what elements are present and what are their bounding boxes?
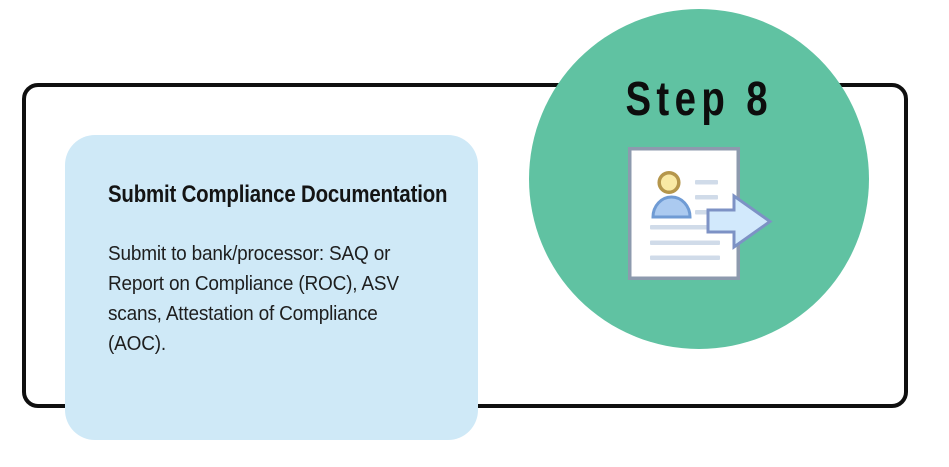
step-label-text: Step 8 [625, 73, 773, 126]
document-share-icon [628, 147, 773, 280]
text-line-icon [695, 195, 718, 200]
card-body-line: Report on Compliance (ROC), ASV [108, 273, 399, 295]
card-title: Submit Compliance Documentation [108, 181, 448, 208]
card-body-line: Submit to bank/processor: SAQ or [108, 243, 391, 265]
description-card: Submit Compliance Documentation Submit t… [65, 135, 478, 440]
card-body-line: scans, Attestation of Compliance [108, 303, 378, 325]
card-body-text: Submit to bank/processor: SAQ or Report … [108, 239, 399, 359]
text-line-icon [695, 180, 718, 185]
avatar-head-icon [657, 170, 681, 195]
card-body-line: (AOC). [108, 333, 166, 355]
long-text-lines-icon [650, 225, 720, 260]
text-line-icon [650, 225, 720, 230]
text-line-icon [650, 240, 720, 245]
share-arrow-icon [706, 193, 773, 250]
avatar-body-icon [651, 195, 692, 219]
text-line-icon [650, 255, 720, 260]
step-label: Step 8 [529, 76, 869, 124]
step-circle: Step 8 [529, 9, 869, 349]
